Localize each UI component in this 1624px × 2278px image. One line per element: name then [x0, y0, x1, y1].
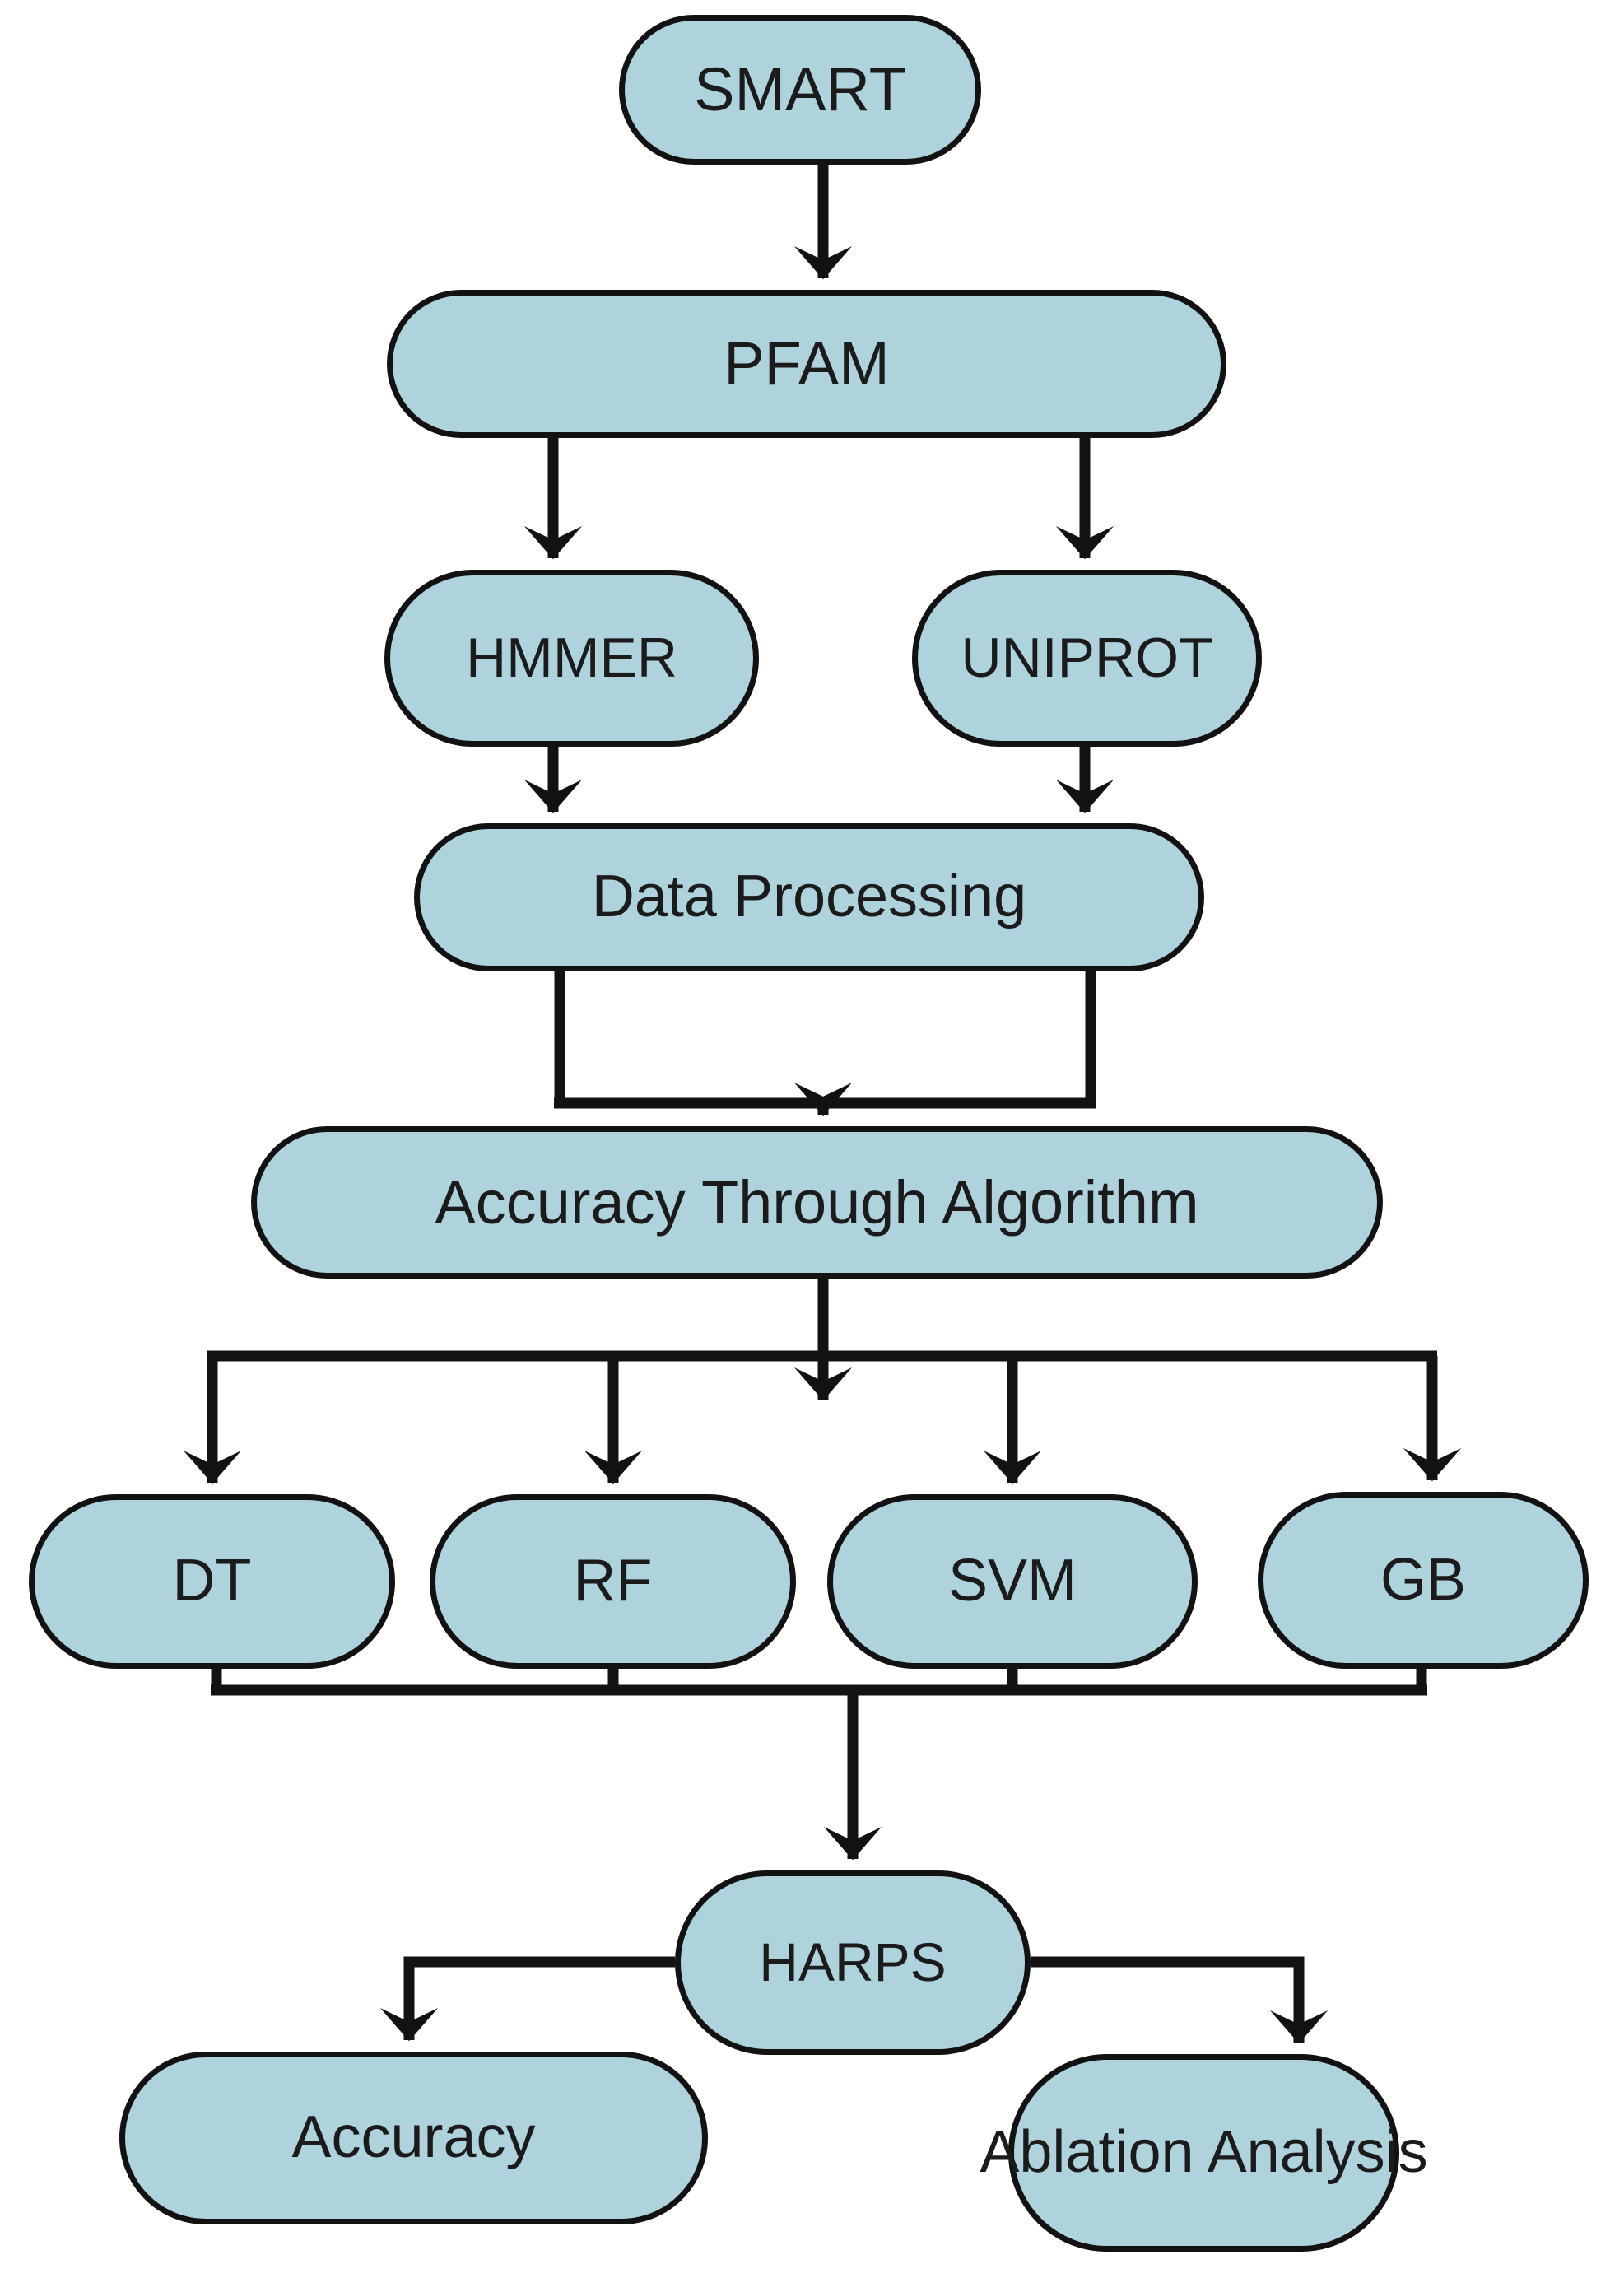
node-svm[interactable]: SVM: [827, 1494, 1198, 1669]
node-accuracy-label: Accuracy: [291, 2104, 536, 2171]
node-dt[interactable]: DT: [29, 1494, 395, 1669]
node-gb-label: GB: [1380, 1546, 1467, 1613]
node-harps-label: HARPS: [759, 1931, 947, 1993]
node-rf[interactable]: RF: [430, 1494, 796, 1669]
edge-harps-accuracy: [379, 1956, 675, 2042]
node-gb[interactable]: GB: [1258, 1492, 1589, 1669]
node-harps[interactable]: HARPS: [675, 1870, 1031, 2055]
edge-harps-ablation: [1031, 1956, 1329, 2044]
node-ablation-analysis[interactable]: Ablation Analysis: [980, 2054, 1428, 2252]
node-accuracy[interactable]: Accuracy: [119, 2052, 708, 2224]
node-dt-label: DT: [172, 1548, 252, 1614]
node-ablation-analysis-label: Ablation Analysis: [980, 2119, 1428, 2186]
node-hmmer[interactable]: HMMER: [384, 570, 759, 747]
node-accuracy-through-algorithm-label: Accuracy Through Algorithm: [435, 1167, 1199, 1237]
node-hmmer-label: HMMER: [466, 626, 677, 689]
node-rf-label: RF: [573, 1548, 653, 1614]
node-uniprot[interactable]: UNIPROT: [912, 570, 1262, 747]
node-pfam[interactable]: PFAM: [387, 290, 1226, 438]
node-data-processing-label: Data Processing: [591, 864, 1027, 930]
node-data-processing[interactable]: Data Processing: [414, 823, 1204, 971]
node-accuracy-through-algorithm[interactable]: Accuracy Through Algorithm: [251, 1126, 1383, 1279]
node-smart[interactable]: SMART: [619, 15, 981, 165]
node-smart-label: SMART: [694, 55, 906, 124]
node-svm-label: SVM: [947, 1548, 1077, 1614]
node-pfam-label: PFAM: [724, 329, 890, 398]
node-uniprot-label: UNIPROT: [961, 626, 1213, 689]
